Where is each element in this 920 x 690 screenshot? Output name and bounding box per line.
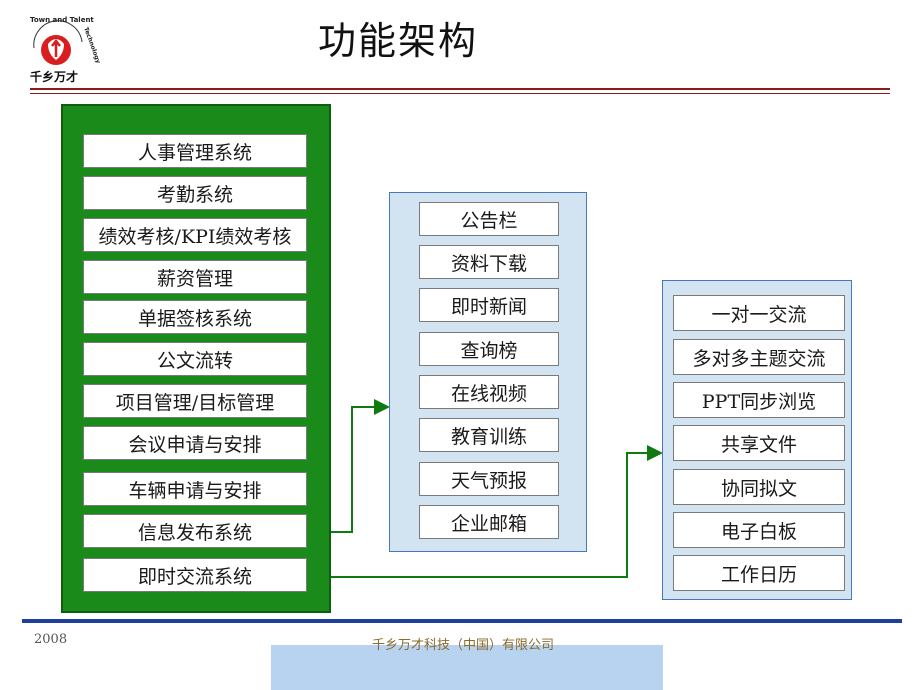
module-item: 单据签核系统 <box>83 300 307 334</box>
module-item: 人事管理系统 <box>83 134 307 168</box>
module-item: 资料下载 <box>419 245 559 279</box>
footer-divider <box>22 619 902 623</box>
svg-text:Town and Talent: Town and Talent <box>30 16 94 24</box>
module-item: 电子白板 <box>673 512 845 548</box>
company-logo: Town and Talent Technology 千乡万才 <box>24 14 108 86</box>
arrow-col1-to-col2 <box>331 399 390 533</box>
page-title: 功能架构 <box>318 19 479 63</box>
module-item: 会议申请与安排 <box>83 426 307 460</box>
header-divider-secondary <box>30 93 890 94</box>
module-item: 一对一交流 <box>673 295 845 331</box>
module-item: 项目管理/目标管理 <box>83 384 307 418</box>
module-panel-collab: 一对一交流 多对多主题交流 PPT同步浏览 共享文件 协同拟文 电子白板 工作日… <box>662 280 852 600</box>
module-item: 教育训练 <box>419 418 559 452</box>
module-item: 共享文件 <box>673 425 845 461</box>
logo-text: 千乡万才 <box>30 70 79 84</box>
module-item: 协同拟文 <box>673 469 845 505</box>
module-panel-info: 公告栏 资料下载 即时新闻 查询榜 在线视频 教育训练 天气预报 企业邮箱 <box>389 192 587 552</box>
module-item: 公告栏 <box>419 202 559 236</box>
module-item: 公文流转 <box>83 342 307 376</box>
module-item: 企业邮箱 <box>419 505 559 539</box>
header-divider <box>30 88 890 90</box>
module-panel-core: 人事管理系统 考勤系统 绩效考核/KPI绩效考核 薪资管理 单据签核系统 公文流… <box>61 104 331 613</box>
module-item: 即时新闻 <box>419 288 559 322</box>
arrow-col1-to-col3 <box>331 445 663 578</box>
module-item: 在线视频 <box>419 375 559 409</box>
footer-year: 2008 <box>34 632 68 647</box>
module-item: 即时交流系统 <box>83 558 307 592</box>
module-item: PPT同步浏览 <box>673 382 845 418</box>
footer-band <box>271 645 663 690</box>
module-item: 车辆申请与安排 <box>83 472 307 506</box>
module-item: 工作日历 <box>673 555 845 591</box>
module-item: 绩效考核/KPI绩效考核 <box>83 218 307 252</box>
module-item: 查询榜 <box>419 332 559 366</box>
module-item: 信息发布系统 <box>83 514 307 548</box>
module-item: 多对多主题交流 <box>673 339 845 375</box>
module-item: 考勤系统 <box>83 176 307 210</box>
module-item: 天气预报 <box>419 462 559 496</box>
logo-graphic: Town and Talent Technology <box>30 16 102 65</box>
footer-company: 千乡万才科技（中国）有限公司 <box>372 638 555 653</box>
module-item: 薪资管理 <box>83 260 307 294</box>
